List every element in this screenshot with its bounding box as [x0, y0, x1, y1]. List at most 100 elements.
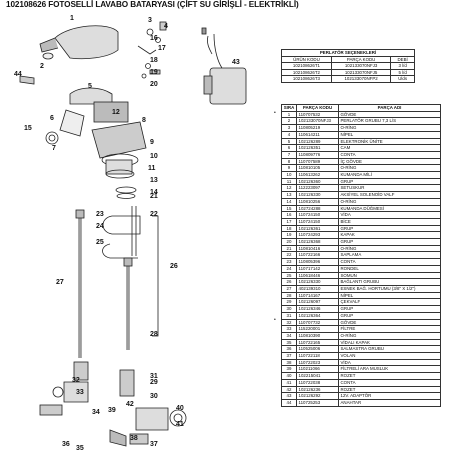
part-code: 110722166 [296, 251, 339, 260]
part-code: 102126368 [296, 238, 339, 246]
part-code: 110613262 [296, 171, 339, 179]
exploded-view-drawing: 1234567891011121314151617181920212223242… [14, 15, 247, 450]
part-number: 1 [281, 110, 297, 119]
options-cell: 102108626T2 [281, 68, 332, 77]
callout-label: 19 [150, 69, 158, 76]
part-code: 102126360 [296, 177, 339, 186]
part-code: 110724293 [296, 231, 339, 240]
row-bullet: • [274, 317, 276, 324]
part-number: 33 [281, 325, 297, 333]
part-name: VİDA [338, 358, 441, 367]
callout-label: 5 [88, 83, 92, 90]
part-code: 110724150 [296, 211, 339, 219]
callout-label: 33 [76, 389, 84, 396]
part-name: PERLATÖR GRUBU 7,3 L/S [338, 117, 441, 126]
part-name: SAPLAMA [338, 251, 441, 260]
part-name: O-RİNG [338, 331, 441, 340]
part-name: GÖVDE [338, 318, 441, 327]
callout-label: 1 [70, 15, 74, 22]
callout-label: 2 [40, 63, 44, 70]
part-name: ESNEK BAĞ. HORTUMU (3/8" X 1/2") [338, 285, 441, 293]
callout-label: 24 [96, 223, 104, 230]
callout-label: 37 [150, 441, 158, 448]
part-number: 17 [281, 217, 297, 226]
callout-label: 29 [150, 379, 158, 386]
callout-label: 12 [112, 109, 120, 116]
part-name: AKSİYEL SOLENOİD VALF [338, 191, 441, 199]
part-code: 110614211 [296, 130, 339, 139]
parts-col-no: SIRA [281, 104, 297, 112]
callout-label: 42 [126, 401, 134, 408]
part-code: 110618446 [296, 271, 339, 280]
callout-label: 21 [150, 193, 158, 200]
callout-label: 14 [150, 189, 158, 196]
part-number: 15 [281, 204, 297, 213]
callout-label: 41 [176, 421, 184, 428]
part-code: 112223097 [296, 184, 339, 193]
part-number: 30 [281, 305, 297, 313]
part-code: 102215041 [296, 372, 339, 380]
part-code: 110714167 [296, 291, 339, 300]
part-name: NİPEL [338, 291, 441, 300]
part-name: GRUP [338, 311, 441, 320]
part-code: 102126236 [296, 385, 339, 394]
callout-label: 39 [108, 407, 116, 414]
part-number: 6 [281, 144, 297, 152]
part-number: 36 [281, 345, 297, 353]
callout-label: 6 [50, 115, 54, 122]
part-code: 110810390 [296, 331, 339, 340]
parts-col-code: PARÇA KODU [296, 104, 339, 112]
part-code: 102126330 [296, 191, 339, 199]
callout-label: 32 [72, 377, 80, 384]
part-name: SOMUN [338, 271, 441, 280]
part-number: 26 [281, 278, 297, 286]
part-number: 27 [281, 285, 297, 293]
callout-label: 28 [150, 331, 158, 338]
part-name: 12V. ADAPTÖR [338, 392, 441, 400]
part-name: GRUP [338, 305, 441, 313]
part-code: 110810256 [296, 197, 339, 206]
part-code: 110722023 [296, 358, 339, 367]
part-code: 115220001 [296, 325, 339, 333]
part-name: SETUSKUR [338, 184, 441, 193]
part-number: 42 [281, 385, 297, 394]
part-name: BİCE [338, 217, 441, 226]
part-name: ELEKTRONİK ÜNİTE [338, 137, 441, 146]
part-name: VİDA [338, 211, 441, 219]
part-name: VİDALI KAPAK [338, 338, 441, 347]
part-code: 110211066 [296, 365, 339, 374]
part-code: 110805396 [296, 258, 339, 266]
options-col-part: PARÇA KODU [330, 55, 392, 64]
part-number: 44 [281, 398, 297, 407]
part-name: O-RİNG [338, 124, 441, 132]
part-number: 28 [281, 291, 297, 300]
part-code: 110707732 [296, 318, 339, 327]
callout-label: 43 [232, 59, 240, 66]
part-number: 13 [281, 191, 297, 199]
options-cell: 102108626T1 [281, 62, 332, 70]
callout-label: 11 [148, 165, 156, 172]
part-name: GRUP [338, 177, 441, 186]
callout-label: 18 [150, 57, 158, 64]
